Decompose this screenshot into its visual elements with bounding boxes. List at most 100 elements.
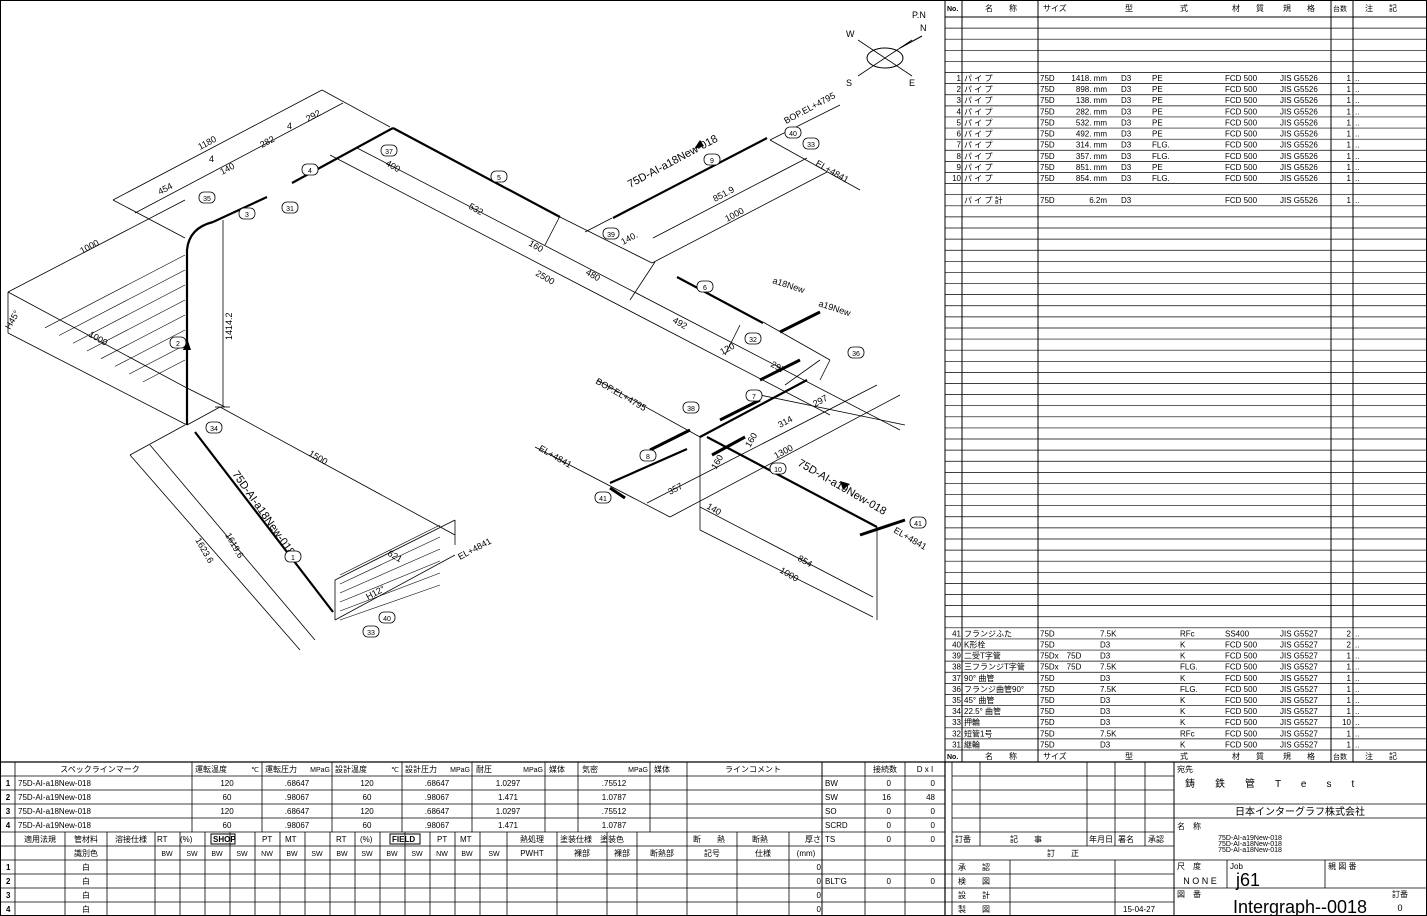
part-qty: 1	[1347, 130, 1352, 139]
part-length: 6.2m	[1089, 196, 1107, 205]
part-note: ..	[1355, 152, 1359, 161]
part-end: FLG.	[1152, 141, 1170, 150]
part-material: FCD 500	[1225, 707, 1258, 716]
part-spec: JIS G5526	[1280, 96, 1318, 105]
part-material: FCD 500	[1225, 729, 1258, 738]
part-model: D3	[1121, 174, 1132, 183]
spec-lower-header: 塗装仕様	[560, 834, 592, 844]
dimension-line	[184, 386, 226, 408]
part-no: 2	[957, 85, 962, 94]
part-note: ..	[1355, 118, 1359, 127]
dimension-line	[329, 154, 354, 168]
part-name: パ イ プ	[964, 85, 992, 94]
conn-dxi: 48	[926, 793, 935, 802]
part-size: 75D	[1040, 163, 1055, 172]
hatch-line	[100, 314, 186, 359]
spec-cell: .68647	[285, 807, 310, 816]
spec-header: MPaG	[450, 767, 470, 774]
dimension-label: 4	[209, 154, 214, 164]
callout-number: 41	[599, 496, 607, 503]
dimension-line	[149, 444, 316, 641]
callout-number: 34	[210, 426, 218, 433]
pipe-bend	[185, 220, 214, 251]
part-no: 9	[957, 163, 962, 172]
part-material: FCD 500	[1225, 685, 1258, 694]
identification-color: 白	[82, 890, 90, 900]
callout-bubble	[682, 401, 700, 414]
spec-cell: 4	[6, 821, 11, 830]
spec-cell: 3	[6, 807, 11, 816]
part-no: 37	[952, 674, 961, 683]
spec-header: 耐圧	[476, 764, 492, 774]
spec-lower-header: 裸部	[574, 848, 590, 858]
part-note: ..	[1355, 174, 1359, 183]
part-name: 短管1号	[964, 728, 992, 738]
spec-lower-header: FIELD	[392, 835, 415, 844]
spec-lower-header: 断熱	[752, 834, 768, 844]
spec-lower-header: BW	[211, 851, 223, 858]
part-qty: 1	[1347, 729, 1352, 738]
callout-bubble	[205, 421, 223, 434]
conn-dxi: 0	[931, 807, 936, 816]
part-name: 二受T字管	[964, 651, 1001, 661]
part-name: パ イ プ	[964, 107, 992, 116]
callout-number: 39	[607, 232, 615, 239]
part-model: D3	[1121, 74, 1132, 83]
dimension-line	[186, 406, 221, 426]
spec-cell: .98067	[425, 793, 450, 802]
part-length: 1418. mm	[1071, 74, 1107, 83]
part-material: FCD 500	[1225, 118, 1258, 127]
header-no: No.	[947, 6, 958, 13]
part-spec: JIS G5526	[1280, 130, 1318, 139]
hatch-line	[339, 560, 441, 603]
hatch-line	[339, 536, 441, 585]
callout-number: 41	[914, 521, 922, 528]
callout-number: 1	[291, 555, 295, 562]
hatch-line	[339, 524, 441, 576]
part-qty: 1	[1347, 174, 1352, 183]
identification-color: 白	[82, 876, 90, 886]
part-no: 32	[952, 729, 961, 738]
part-model: D3	[1121, 118, 1132, 127]
spec-cell: .75512	[602, 807, 627, 816]
callout-number: 10	[774, 467, 782, 474]
part-spec: JIS G5526	[1280, 152, 1318, 161]
callout-number: 2	[176, 341, 180, 348]
spec-header: スペックラインマーク	[60, 765, 139, 774]
scale-value: N O N E	[1183, 876, 1217, 886]
row-index: 4	[6, 905, 11, 914]
part-material: FCD 500	[1225, 130, 1258, 139]
spec-lower-header: 熱	[717, 834, 725, 844]
part-model: D3	[1121, 141, 1132, 150]
part-length: 898. mm	[1076, 85, 1107, 94]
pipe-segment	[609, 447, 688, 485]
part-name: 45° 曲管	[964, 695, 994, 705]
part-size: 75D	[1040, 674, 1055, 683]
spec-header: 運転温度	[195, 764, 227, 774]
drawing-number: Intergraph--0018	[1233, 897, 1367, 916]
part-no: 33	[952, 718, 961, 727]
flange-mark	[859, 518, 906, 537]
part-name: 22.5° 曲管	[964, 706, 1001, 716]
conn-dxi: 0	[931, 877, 936, 886]
part-no: 35	[952, 696, 961, 705]
part-note: ..	[1355, 74, 1359, 83]
callout-bubble	[281, 201, 299, 214]
job-value: j61	[1235, 870, 1260, 890]
part-end: PE	[1152, 74, 1163, 83]
part-model: D3	[1121, 196, 1132, 205]
part-end: K	[1180, 740, 1186, 749]
part-no: 40	[952, 640, 961, 649]
header-material: 材 質	[1232, 751, 1264, 761]
hatch-line	[339, 572, 441, 612]
part-spec: JIS G5527	[1280, 685, 1318, 694]
conn-header: D x I	[917, 765, 933, 774]
spec-lower-header: BW	[286, 851, 298, 858]
part-qty: 1	[1347, 652, 1352, 661]
